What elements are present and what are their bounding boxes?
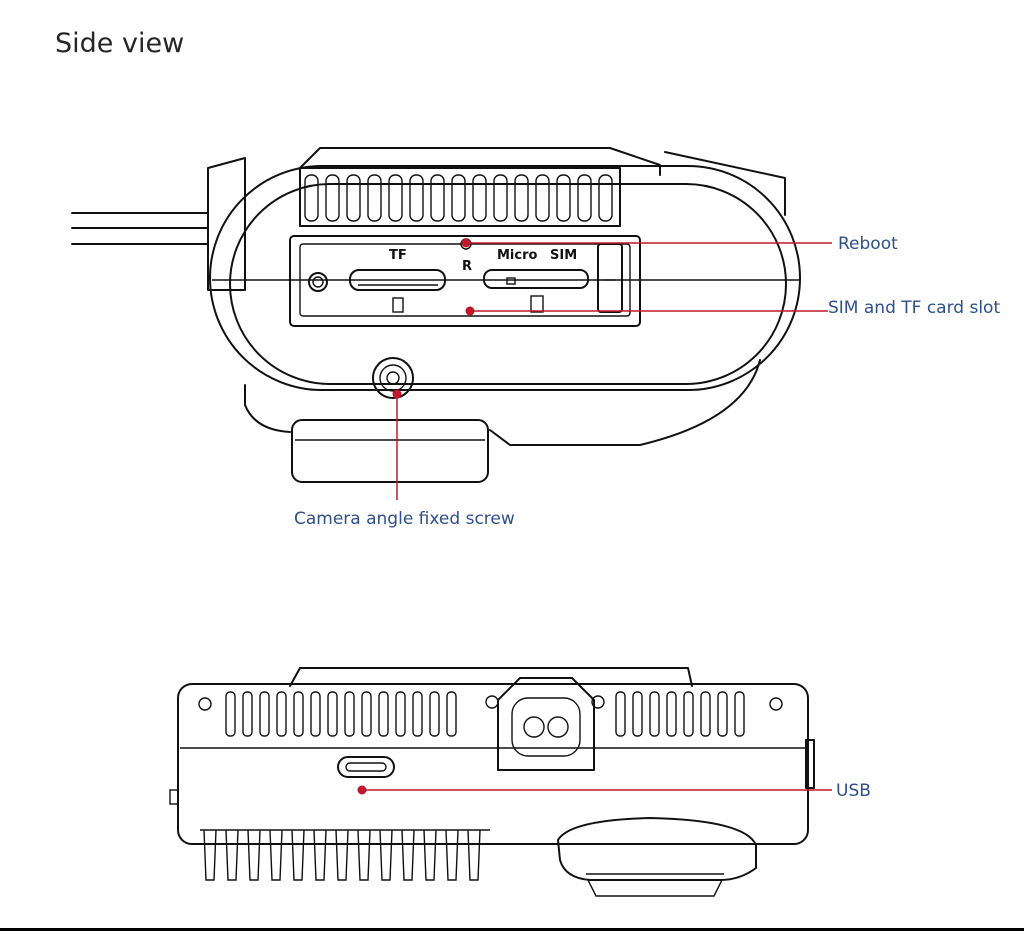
reset-label: R	[462, 259, 472, 274]
bottom-cooling-fins	[200, 829, 490, 881]
slot-leader	[465, 306, 828, 316]
lower-body-left	[244, 384, 291, 433]
tf-card-slot[interactable]	[349, 269, 446, 291]
top-ridge	[299, 147, 661, 176]
camera-lens-housing	[291, 419, 489, 483]
camera-screw-callout: Camera angle fixed screw	[294, 509, 515, 529]
sim-card-slot[interactable]	[483, 269, 589, 289]
front-right-vents	[615, 691, 745, 737]
side-button-left[interactable]	[169, 789, 179, 805]
mount-hole-left-icon	[198, 697, 212, 711]
sim-label: SIM	[550, 248, 577, 263]
cable	[71, 212, 209, 245]
bottom-rule	[0, 928, 1024, 931]
center-bracket	[497, 677, 595, 771]
card-slot-panel	[289, 235, 641, 327]
mount-hole-mid-right-icon	[591, 695, 605, 709]
front-top-lip	[289, 667, 693, 687]
lower-body-right	[489, 359, 761, 446]
left-button-icon	[308, 272, 328, 292]
rear-block	[207, 157, 246, 291]
mount-hole-right-icon	[769, 697, 783, 711]
top-cooling-fins	[299, 167, 621, 227]
mount-hole-mid-left-icon	[485, 695, 499, 709]
tf-label: TF	[389, 248, 407, 263]
sim-tf-slot-callout: SIM and TF card slot	[828, 298, 1001, 318]
top-right-nub	[664, 151, 786, 216]
page-title: Side view	[55, 28, 185, 59]
main-body	[209, 165, 801, 391]
side-button-right[interactable]	[805, 739, 815, 789]
slot-latch[interactable]	[597, 243, 623, 313]
reboot-callout: Reboot	[838, 234, 898, 254]
screw-leader	[392, 389, 402, 500]
main-body-inner	[229, 183, 787, 385]
device-side-view	[71, 147, 801, 483]
sim-card-icon	[530, 295, 544, 313]
front-left-vents	[225, 691, 457, 737]
bottom-lens	[557, 817, 757, 897]
camera-screw-icon	[372, 357, 414, 399]
usb-port[interactable]	[337, 756, 395, 778]
device-front-view	[169, 667, 815, 897]
reboot-leader	[461, 238, 832, 248]
tf-card-icon	[392, 297, 404, 313]
micro-label: Micro	[497, 248, 538, 263]
usb-leader	[357, 785, 832, 795]
usb-callout: USB	[836, 781, 871, 801]
front-main-body	[177, 683, 809, 845]
